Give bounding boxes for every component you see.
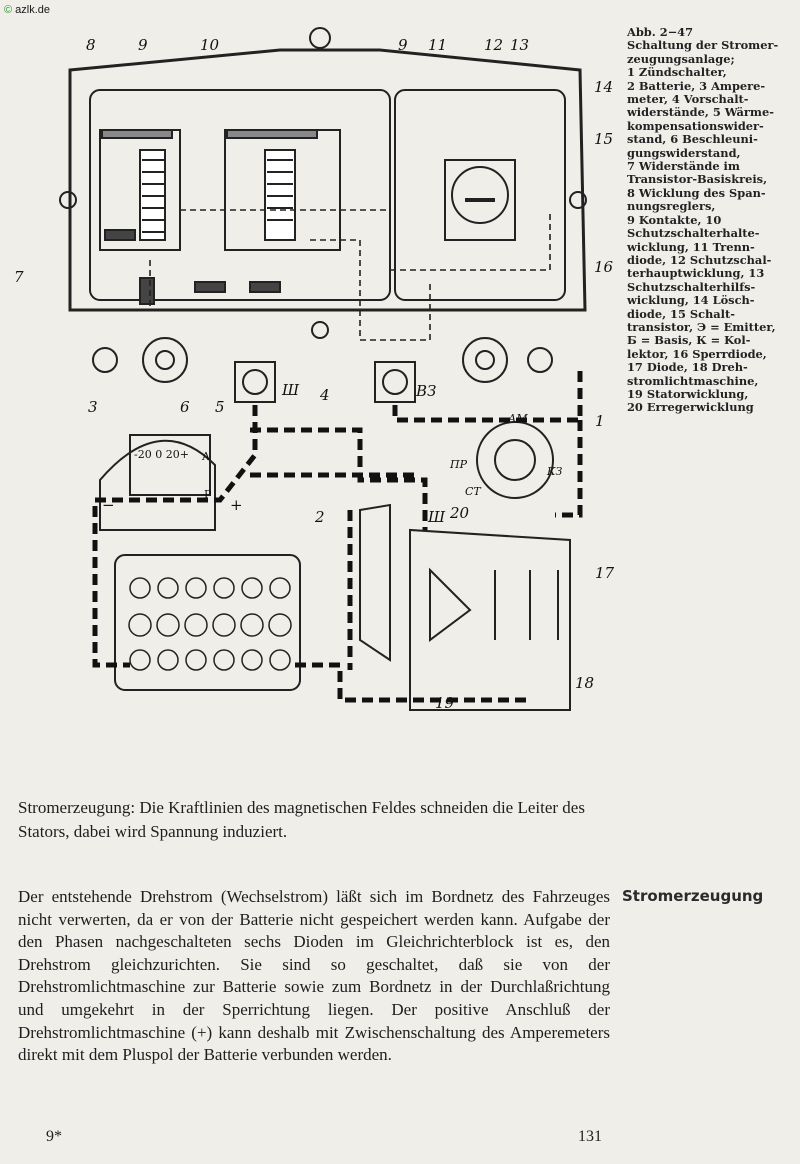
label-pr: ПР [449,458,468,471]
label-15: 15 [594,130,613,148]
ammeter-r: P [204,488,212,501]
label-18: 18 [575,674,594,692]
label-st: СТ [465,485,482,498]
legend-line: gungswiderstand, [627,145,741,160]
label-16: 16 [594,258,614,276]
label-14: 14 [594,78,613,96]
figure-legend: Abb. 2−47 Schaltung der Stromer-zeugungs… [627,25,799,415]
ammeter-minus: − [102,496,115,514]
label-vz: ВЗ [415,382,436,400]
legend-line: 20 Erregerwicklung [627,400,754,415]
ammeter-scale: -20 0 20+ [134,448,189,461]
legend-line: 9 Kontakte, 10 [627,212,722,227]
legend-line: Schaltung der Stromer- [627,38,779,53]
legend-line: kompensationswider- [627,118,764,133]
label-20: 20 [449,504,470,522]
legend-line: 17 Diode, 18 Dreh- [627,360,748,375]
label-1: 1 [595,412,605,430]
label-17: 17 [595,564,615,582]
legend-line: 7 Widerstände im [627,159,740,174]
ammeter-plus: + [230,496,243,514]
label-4: 4 [319,386,330,404]
label-8: 8 [86,36,96,54]
legend-line: meter, 4 Vorschalt- [627,92,749,107]
legend-line: zeugungsanlage; [627,51,735,66]
legend-line: diode, 12 Schutzschal- [627,252,772,267]
legend-line: lektor, 16 Sperrdiode, [627,346,767,361]
watermark: © azlk.de [4,4,51,16]
legend-line: 1 Zündschalter, [627,65,727,80]
label-9b: 9 [398,36,408,54]
legend-line: 19 Statorwicklung, [627,386,749,401]
legend-line: Transistor-Basiskreis, [627,172,768,187]
legend-line: 2 Batterie, 3 Ampere- [627,78,766,93]
sheet-signature: 9* [46,1128,62,1145]
label-7: 7 [14,268,24,286]
label-19: 19 [435,694,455,712]
label-2: 2 [314,508,325,526]
label-am: АМ [507,412,528,425]
legend-line: transistor, Э = Emitter, [627,319,776,334]
legend-line: 8 Wicklung des Span- [627,185,766,200]
label-11: 11 [428,36,447,54]
figure-caption: Stromerzeugung: Die Kraftlinien des magn… [18,798,585,841]
label-sh2: Ш [427,508,446,526]
legend-line: Б = Basis, К = Kol- [627,333,751,348]
body-paragraph: Der entstehende Drehstrom (Wechselstrom)… [18,887,610,1065]
legend-line: wicklung, 11 Trenn- [627,239,755,254]
label-6: 6 [180,398,190,416]
label-12: 12 [484,36,503,54]
legend-lines: Schaltung der Stromer-zeugungsanlage;1 Z… [627,38,799,415]
label-5: 5 [215,398,225,416]
label-3: 3 [88,398,98,416]
label-kz: КЗ [546,465,563,478]
label-13: 13 [510,36,529,54]
ammeter-a: A [201,450,211,463]
legend-title: Abb. 2−47 [627,25,694,39]
margin-heading: Stromerzeugung [622,887,764,905]
legend-line: diode, 15 Schalt- [627,306,735,321]
legend-line: Schutzschalterhalte- [627,226,760,241]
label-9: 9 [138,36,148,54]
legend-line: Schutzschalterhilfs- [627,279,756,294]
legend-line: widerstände, 5 Wärme- [627,105,774,120]
legend-line: terhauptwicklung, 13 [627,266,765,281]
legend-line: stromlichtmaschine, [627,373,759,388]
legend-line: wicklung, 14 Lösch- [627,293,755,308]
legend-line: nungsreglers, [627,199,716,214]
wiring-diagram: 8 9 10 9 11 12 13 14 15 16 7 6 5 4 Ш ВЗ … [14,27,615,712]
label-sh: Ш [281,381,300,399]
page-number: 131 [578,1128,602,1145]
label-10: 10 [200,36,220,54]
legend-line: stand, 6 Beschleuni- [627,132,758,147]
